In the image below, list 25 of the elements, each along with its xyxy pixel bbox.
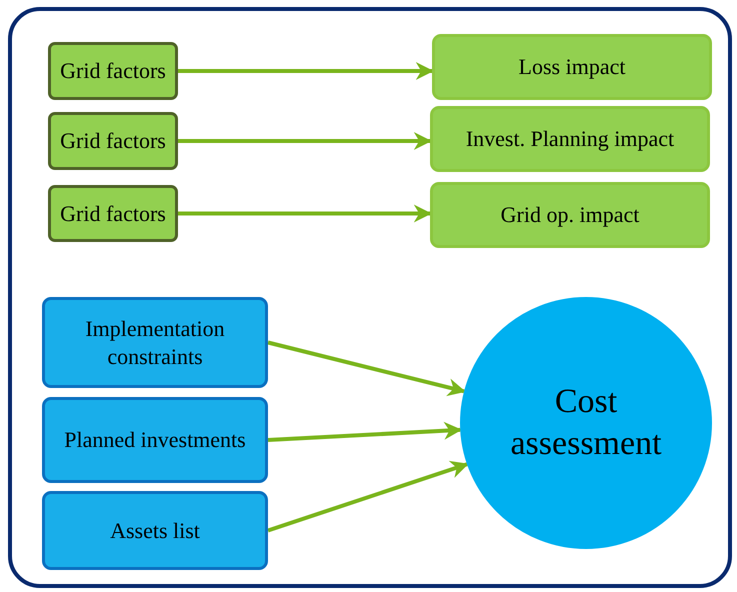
process-box [430,106,710,172]
arrow [267,460,469,532]
node-label: Implementation constraints [84,315,226,370]
arrow [268,340,466,396]
node-label: Planned investments [63,426,247,454]
node-label: Cost assessment [509,382,663,464]
arrow [178,62,434,80]
process-box [48,112,178,170]
process-box [42,297,268,388]
arrow [178,204,432,222]
node-label: Invest. Planning impact [466,125,674,153]
node-label: Grid op. impact [500,201,640,229]
process-box [42,491,268,570]
process-box [42,397,268,483]
node-label: Grid factors [60,200,166,228]
process-box [430,182,710,248]
node-label: Assets list [109,516,201,544]
node-label: Grid factors [60,127,166,155]
process-box [432,34,712,100]
process-box [48,42,178,100]
arrow [178,132,432,150]
process-box [48,185,178,242]
node-label: Grid factors [60,57,166,85]
arrow [268,422,462,442]
node-label: Loss impact [518,53,626,81]
